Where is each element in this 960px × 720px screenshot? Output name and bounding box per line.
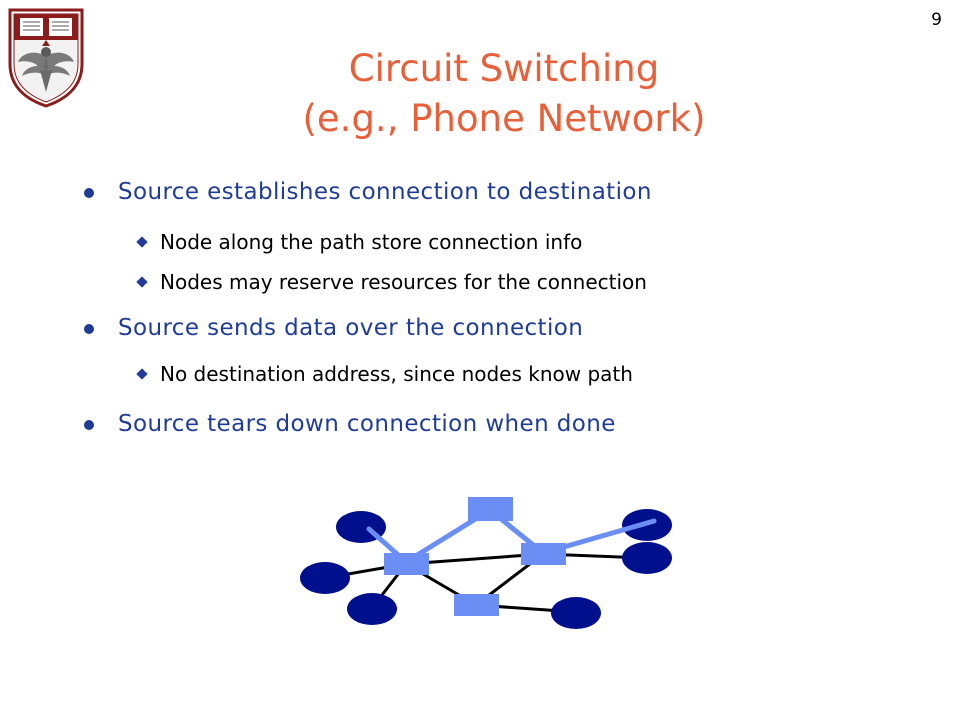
host-node [622,542,672,574]
sub-bullet-text: No destination address, since nodes know… [160,362,633,386]
round-bullet-icon [84,188,94,198]
bullet-text: Source establishes connection to destina… [118,179,652,205]
university-crest-icon [8,8,84,108]
bullet-item: Source establishes connection to destina… [80,174,940,210]
sub-bullet-text: Nodes may reserve resources for the conn… [160,270,647,294]
circuit-segment [540,518,657,556]
round-bullet-icon [84,324,94,334]
bullet-text: Source tears down connection when done [118,411,616,437]
slide-title: Circuit Switching (e.g., Phone Network) [48,44,960,144]
circuit-segment [487,507,546,556]
sub-bullet-item: Node along the path store connection inf… [80,222,940,262]
slide-title-line-1: Circuit Switching [348,47,660,90]
bullet-text: Source sends data over the connection [118,315,584,341]
switch-node [454,594,499,616]
round-bullet-icon [84,420,94,430]
sub-bullet-item: Nodes may reserve resources for the conn… [80,262,940,302]
slide-title-line-2: (e.g., Phone Network) [302,97,706,140]
host-node [551,597,601,629]
circuit-segment [366,526,409,565]
host-node [300,562,350,594]
page-number: 9 [931,10,942,30]
bullet-list: Source establishes connection to destina… [80,174,940,442]
circuit-path [366,507,657,565]
network-hosts [300,509,672,629]
bullet-item: Source sends data over the connection [80,310,940,346]
bullet-item: Source tears down connection when done [80,406,940,442]
sub-bullet-item: No destination address, since nodes know… [80,354,940,394]
sub-bullet-text: Node along the path store connection inf… [160,230,583,254]
host-node [347,593,397,625]
circuit-segment [403,507,493,565]
